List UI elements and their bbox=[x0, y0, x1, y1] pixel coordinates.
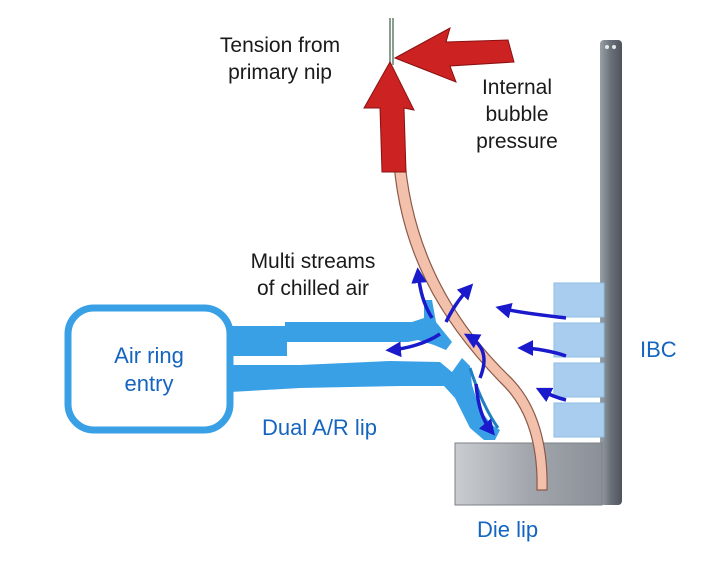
dual-lip-nozzle bbox=[468, 367, 500, 429]
internal-pressure-label-line: pressure bbox=[476, 130, 558, 153]
ibc-plate bbox=[553, 322, 605, 358]
internal-pressure-label-line: bubble bbox=[485, 103, 549, 126]
ibc-plate bbox=[553, 362, 605, 398]
ibc-post-dot bbox=[612, 45, 616, 49]
tension-label-line: primary nip bbox=[228, 61, 332, 84]
film-bubble bbox=[392, 149, 548, 491]
chilled-air-stream-arrow bbox=[444, 283, 474, 323]
internal-pressure-label-line: Internal bbox=[481, 76, 553, 99]
ibc-post-dot bbox=[605, 45, 609, 49]
chilled-air-stream-arrow bbox=[463, 333, 486, 379]
ibc-air-arrow bbox=[535, 387, 567, 402]
ibc-plate bbox=[553, 402, 605, 438]
chilled-air-stream-arrow bbox=[385, 332, 441, 358]
internal-pressure-arrow bbox=[393, 26, 515, 83]
lower-air-channel bbox=[230, 358, 500, 440]
air-ring-entry-label-line: entry bbox=[124, 371, 174, 396]
air-ring-entry-label: Air ring entry bbox=[80, 342, 218, 398]
multi-streams-label: Multi streams of chilled air bbox=[218, 248, 408, 302]
upper-air-channel bbox=[230, 300, 452, 356]
dual-lip-label: Dual A/R lip bbox=[262, 415, 377, 440]
ibc-air-arrow bbox=[517, 340, 567, 358]
die-block bbox=[454, 442, 603, 506]
chilled-air-stream-arrow bbox=[411, 267, 434, 319]
tension-label: Tension from primary nip bbox=[190, 32, 370, 86]
tension-arrow bbox=[363, 60, 415, 173]
chilled-air-stream-arrow bbox=[474, 383, 496, 436]
tension-label-line: Tension from bbox=[219, 34, 341, 57]
ibc-post bbox=[600, 40, 622, 505]
ibc-plate bbox=[553, 282, 605, 318]
multi-streams-label-line: Multi streams bbox=[250, 250, 376, 273]
internal-pressure-label: Internal bubble pressure bbox=[452, 74, 582, 155]
ibc-label: IBC bbox=[640, 337, 677, 362]
ibc-air-arrow bbox=[495, 303, 567, 320]
die-lip-label: Die lip bbox=[477, 517, 539, 542]
air-ring-entry-label-line: Air ring bbox=[114, 343, 184, 368]
multi-streams-label-line: of chilled air bbox=[256, 277, 370, 300]
